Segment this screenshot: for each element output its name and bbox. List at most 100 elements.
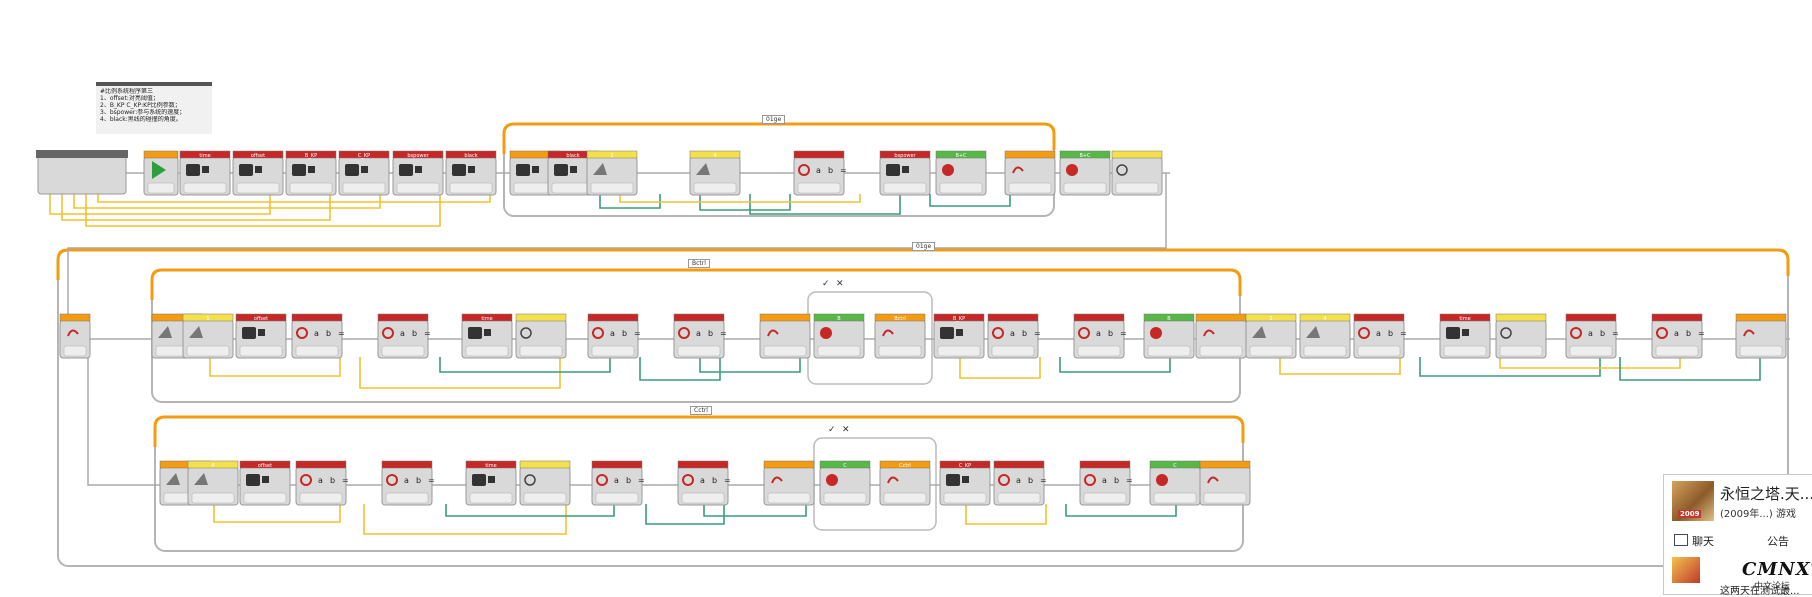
program-block[interactable] [1111, 150, 1163, 196]
motor-icon [468, 327, 482, 339]
operand-label: = [1034, 329, 1041, 338]
program-block[interactable] [1004, 150, 1056, 196]
operand-label: a [318, 476, 323, 485]
announce-button[interactable]: 公告 [1767, 535, 1789, 548]
program-block[interactable] [759, 313, 811, 359]
block-header-label: C_KP [959, 463, 971, 469]
program-block[interactable]: B [1143, 313, 1195, 359]
chat-button[interactable]: 聊天 [1674, 533, 1714, 549]
sensor-icon [1252, 326, 1266, 338]
loop-name-cctrl[interactable]: Cctrl [690, 406, 712, 415]
motor-icon [472, 474, 486, 486]
program-block[interactable]: 4 [689, 150, 741, 196]
block-plugs [767, 492, 811, 504]
program-block[interactable] [763, 460, 815, 506]
block-header [515, 313, 567, 322]
program-block[interactable] [1735, 313, 1787, 359]
block-plugs [243, 492, 287, 504]
program-block[interactable] [1199, 460, 1251, 506]
block-header [143, 150, 179, 159]
loop-name-top[interactable]: 01ge [762, 115, 786, 124]
sensor-icon [593, 163, 607, 175]
program-block[interactable]: black [445, 150, 497, 196]
operand-label: b [1388, 329, 1393, 338]
program-block[interactable]: C [1149, 460, 1201, 506]
block-plugs [1739, 345, 1783, 357]
program-block[interactable]: 1 [586, 150, 638, 196]
loop-top-bar-left [502, 122, 515, 154]
program-block[interactable]: offset [232, 150, 284, 196]
popup-footer[interactable]: 这两天在测试最... [1720, 586, 1800, 597]
program-block[interactable]: B+C [935, 150, 987, 196]
operand-label: b [1108, 329, 1113, 338]
program-block[interactable]: Bctrl [874, 313, 926, 359]
block-plugs [1115, 182, 1159, 194]
program-block[interactable]: time [1439, 313, 1491, 359]
program-block[interactable] [1195, 313, 1247, 359]
program-block[interactable]: Cctrl [879, 460, 931, 506]
program-block[interactable]: bspower [879, 150, 931, 196]
operand-label: b [1022, 329, 1027, 338]
program-block[interactable] [519, 460, 571, 506]
program-block[interactable]: time [465, 460, 517, 506]
block-plugs [991, 345, 1035, 357]
avatar[interactable] [1672, 557, 1700, 583]
block-header [59, 313, 91, 322]
comment-note[interactable]: #比例系统程序第三 1、offset:对亮阈值； 2、B_KP C_KP:KP比… [96, 82, 212, 134]
game-thumbnail[interactable]: 2009 [1672, 481, 1714, 521]
math-icon [1078, 327, 1090, 339]
block-header-label: time [481, 316, 492, 322]
program-block[interactable]: C_KP [939, 460, 991, 506]
program-block[interactable]: C [819, 460, 871, 506]
motor-icon [956, 329, 963, 336]
operand-label: = [638, 476, 645, 485]
popup-title[interactable]: 永恒之塔.天... [1720, 485, 1812, 503]
game-popup[interactable]: 2009 永恒之塔.天... (2009年...) 游戏 聊天 公告 CMNXT… [1663, 474, 1812, 597]
program-block[interactable]: offset [235, 313, 287, 359]
block-header [1353, 313, 1405, 322]
block-plugs [1249, 345, 1293, 357]
program-block[interactable]: B_KP [285, 150, 337, 196]
program-block[interactable]: offset [239, 460, 291, 506]
program-block[interactable] [59, 313, 91, 359]
program-block[interactable]: time [461, 313, 513, 359]
block-header [1143, 313, 1195, 322]
block-header [1079, 460, 1131, 469]
program-block[interactable]: 4 [1299, 313, 1351, 359]
program-block[interactable]: bspower [392, 150, 444, 196]
block-plugs [191, 492, 235, 504]
program-block[interactable] [143, 150, 179, 196]
program-block[interactable]: B+C [1059, 150, 1111, 196]
program-block[interactable]: 4 [187, 460, 239, 506]
program-block[interactable]: 1 [1245, 313, 1297, 359]
program-block[interactable]: B_KP [933, 313, 985, 359]
loop-name-bctrl[interactable]: Bctrl [688, 259, 710, 268]
program-block[interactable]: 1 [182, 313, 234, 359]
program-block[interactable]: time [179, 150, 231, 196]
program-block[interactable]: C_KP [338, 150, 390, 196]
program-block[interactable] [515, 313, 567, 359]
loop-name-outer[interactable]: 01ge [912, 242, 936, 251]
block-header-label: offset [258, 463, 272, 469]
math-icon [296, 327, 308, 339]
program-block[interactable] [1495, 313, 1547, 359]
motor-icon [484, 329, 491, 336]
program-block[interactable]: B [813, 313, 865, 359]
